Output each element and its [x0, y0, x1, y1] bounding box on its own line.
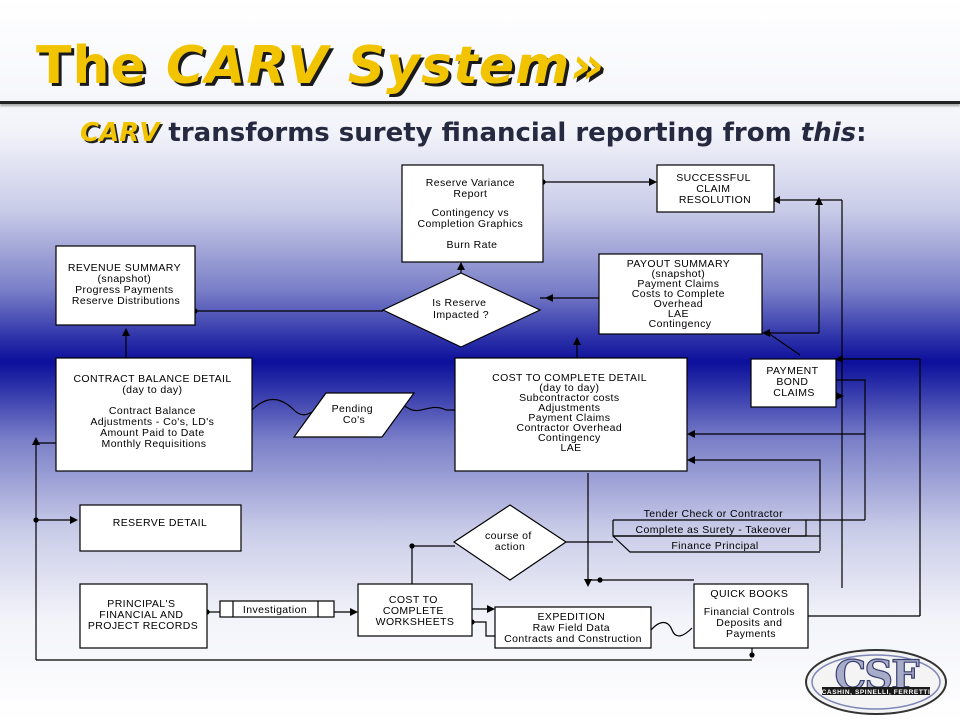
tender-options-text: Tender Check or Contractor Complete as S…	[636, 508, 795, 552]
title-underline	[0, 101, 960, 104]
cost-to-complete-worksheets-box: COST TO COMPLETE WORKSHEETS	[357, 583, 473, 637]
successful-claim-text: SUCCESSFUL CLAIM RESOLUTION	[676, 172, 754, 206]
slide-subtitle: CARV transforms surety financial reporti…	[80, 118, 867, 148]
revenue-summary-text: REVENUE SUMMARY (snapshot) Progress Paym…	[68, 262, 184, 307]
csf-logo: CSF CASHIN, SPINELLI, FERRETTI	[805, 649, 947, 715]
expedition-text: EXPEDITION Raw Field Data Contracts and …	[504, 611, 642, 645]
investigation-text: Investigation	[243, 604, 307, 616]
reserve-variance-box: Reserve Variance Report Contingency vs C…	[401, 164, 544, 263]
contract-balance-text: CONTRACT BALANCE DETAIL (day to day) Con…	[73, 373, 234, 450]
cost-to-complete-detail-text: COST TO COMPLETE DETAIL (day to day) Sub…	[492, 372, 650, 454]
connectors	[32, 178, 921, 661]
course-of-action-text: course of action	[485, 530, 535, 553]
reserve-detail-text: RESERVE DETAIL	[113, 517, 208, 529]
quick-books-box: QUICK BOOKS Financial Controls Deposits …	[693, 583, 809, 649]
pending-cos-shape: Pending Co's	[292, 392, 416, 438]
is-reserve-impacted-diamond: Is Reserve Impacted ?	[381, 272, 542, 348]
title-system: System»	[328, 36, 606, 96]
payout-summary-box: PAYOUT SUMMARY (snapshot) Payment Claims…	[598, 253, 763, 335]
course-of-action-diamond: course of action	[452, 504, 568, 581]
tender-options-group: Tender Check or Contractor Complete as S…	[612, 508, 820, 553]
slide-title: The CARV System»	[36, 36, 605, 96]
worksheets-text: COST TO COMPLETE WORKSHEETS	[376, 594, 455, 628]
subtitle-this: this	[800, 118, 857, 148]
reserve-variance-text: Reserve Variance Report Contingency vs C…	[418, 177, 527, 251]
cost-to-complete-detail-box: COST TO COMPLETE DETAIL (day to day) Sub…	[454, 357, 688, 472]
payout-summary-text: PAYOUT SUMMARY (snapshot) Payment Claims…	[627, 258, 734, 330]
contract-balance-box: CONTRACT BALANCE DETAIL (day to day) Con…	[55, 357, 253, 472]
expedition-box: EXPEDITION Raw Field Data Contracts and …	[494, 606, 652, 649]
pending-text: Pending Co's	[332, 403, 377, 426]
title-the: The	[36, 36, 166, 96]
payment-bond-claims-box: PAYMENT BOND CLAIMS	[750, 358, 837, 408]
title-carv: CARV	[165, 36, 329, 96]
is-reserve-text: Is Reserve Impacted ?	[432, 297, 490, 321]
revenue-summary-box: REVENUE SUMMARY (snapshot) Progress Paym…	[55, 245, 196, 326]
principals-records-box: PRINCIPAL'S FINANCIAL AND PROJECT RECORD…	[79, 583, 208, 649]
subtitle-carv: CARV	[80, 118, 160, 148]
subtitle-end: :	[856, 118, 867, 148]
principals-records-text: PRINCIPAL'S FINANCIAL AND PROJECT RECORD…	[88, 598, 198, 632]
payment-bond-text: PAYMENT BOND CLAIMS	[766, 365, 821, 399]
investigation-box: Investigation	[219, 600, 335, 618]
quick-books-text: QUICK BOOKS Financial Controls Deposits …	[704, 588, 799, 640]
successful-claim-box: SUCCESSFUL CLAIM RESOLUTION	[656, 164, 775, 213]
subtitle-middle: transforms surety financial reporting fr…	[159, 118, 801, 148]
reserve-detail-box: RESERVE DETAIL	[79, 504, 242, 552]
csf-firm-name: CASHIN, SPINELLI, FERRETTI	[822, 689, 931, 696]
